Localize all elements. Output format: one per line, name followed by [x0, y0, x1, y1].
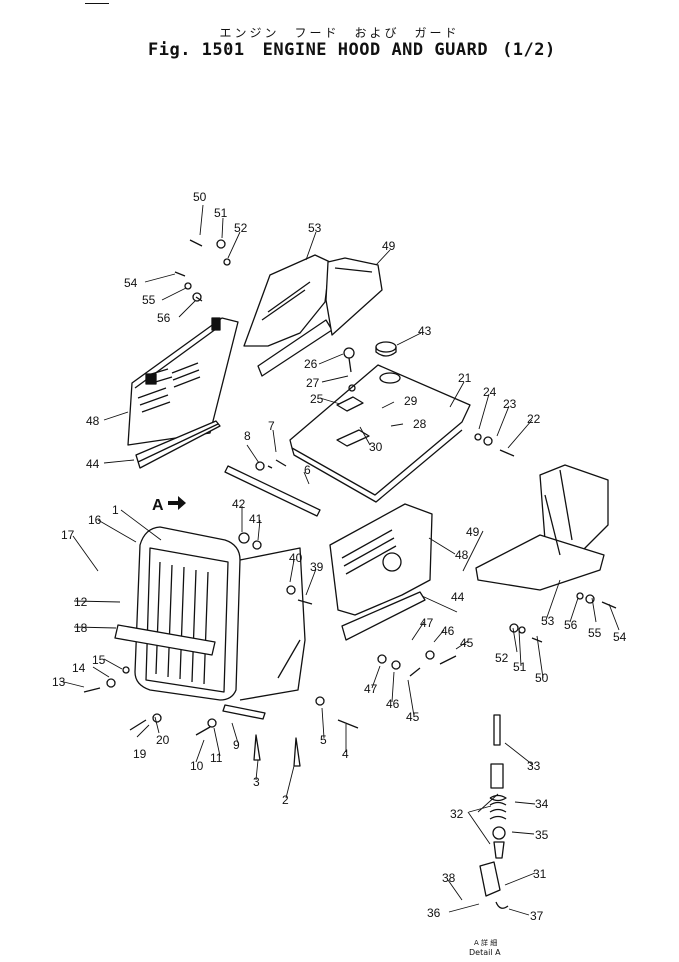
callout-31: 31 [533, 867, 547, 881]
top-rule [85, 3, 109, 4]
callout-18: 18 [74, 621, 88, 635]
callout-51a: 51 [214, 206, 228, 220]
callout-39: 39 [310, 560, 324, 574]
callout-40: 40 [289, 551, 303, 565]
callout-24: 24 [483, 385, 497, 399]
callout-21: 21 [458, 371, 472, 385]
callout-48b: 48 [455, 548, 469, 562]
callout-41: 41 [249, 512, 263, 526]
figure-page-part: (1/2) [502, 40, 556, 60]
callout-6: 6 [304, 463, 311, 477]
right-rear-guard [475, 464, 609, 591]
callout-30: 30 [369, 440, 383, 454]
callout-47a: 47 [420, 616, 434, 630]
callout-44a: 44 [86, 457, 100, 471]
callout-43: 43 [418, 324, 432, 338]
callout-36: 36 [427, 906, 441, 920]
detail-a-latch [479, 714, 509, 909]
callout-46b: 46 [386, 697, 400, 711]
callout-22: 22 [527, 412, 541, 426]
callout-45b: 45 [406, 710, 420, 724]
callout-17: 17 [61, 528, 75, 542]
callout-29: 29 [404, 394, 418, 408]
figure-number: Fig. 1501 [148, 40, 245, 60]
callout-42: 42 [232, 497, 246, 511]
callout-20: 20 [156, 733, 170, 747]
callout-55a: 55 [142, 293, 156, 307]
callout-2: 2 [282, 793, 289, 807]
callout-32: 32 [450, 807, 464, 821]
view-a-arrow: A [152, 496, 186, 514]
callout-53a: 53 [308, 221, 322, 235]
radiator-grille [114, 526, 306, 701]
callout-15: 15 [92, 653, 106, 667]
hood-latch [336, 347, 364, 412]
callout-19: 19 [133, 747, 147, 761]
view-a-label: A [152, 497, 164, 514]
callout-27: 27 [306, 376, 320, 390]
callout-16: 16 [88, 513, 102, 527]
callout-26: 26 [304, 357, 318, 371]
callout-11: 11 [210, 751, 223, 765]
callout-labels: 1 2 3 4 5 6 7 8 9 10 11 12 13 14 15 16 1… [52, 190, 627, 923]
callout-35: 35 [535, 828, 549, 842]
callout-56b: 56 [564, 618, 578, 632]
figure-title-japanese: エンジン フード および ガード [219, 26, 460, 40]
callout-7: 7 [268, 419, 275, 433]
callout-55b: 55 [588, 626, 602, 640]
callout-52a: 52 [234, 221, 248, 235]
callout-53b: 53 [541, 614, 555, 628]
callout-56a: 56 [157, 311, 171, 325]
callout-34: 34 [535, 797, 549, 811]
callout-45a: 45 [460, 636, 474, 650]
engine-hood-top [289, 364, 471, 503]
callout-8: 8 [244, 429, 251, 443]
detail-a-caption: Detail A [469, 948, 501, 957]
callout-25: 25 [310, 392, 324, 406]
callout-3: 3 [253, 775, 260, 789]
callout-37: 37 [530, 909, 544, 923]
callout-51b: 51 [513, 660, 527, 674]
callout-52b: 52 [495, 651, 509, 665]
right-side-cover [329, 503, 433, 641]
callout-47b: 47 [364, 682, 378, 696]
figure-title-text: ENGINE HOOD AND GUARD [262, 40, 489, 60]
callout-38: 38 [442, 871, 456, 885]
callout-54b: 54 [613, 630, 627, 644]
upper-rear-guard [243, 254, 383, 377]
callout-49b: 49 [466, 525, 480, 539]
callout-5: 5 [320, 733, 327, 747]
callout-10: 10 [190, 759, 204, 773]
leader-lines [59, 204, 620, 916]
callout-13: 13 [52, 675, 66, 689]
callout-54a: 54 [124, 276, 138, 290]
callout-50a: 50 [193, 190, 207, 204]
callout-14: 14 [72, 661, 86, 675]
left-skirt [135, 420, 221, 469]
figure-title: Fig. 1501 ENGINE HOOD AND GUARD (1/2) [148, 40, 556, 60]
detail-a-caption-japanese: A 詳 細 [474, 939, 498, 947]
callout-46a: 46 [441, 624, 455, 638]
callout-9: 9 [233, 738, 240, 752]
callout-33: 33 [527, 759, 541, 773]
callout-50b: 50 [535, 671, 549, 685]
support-rod [224, 465, 321, 517]
callout-1: 1 [112, 503, 119, 517]
left-side-cover [127, 317, 239, 446]
callout-28: 28 [413, 417, 427, 431]
callout-12: 12 [74, 595, 88, 609]
cap [375, 341, 397, 357]
callout-48a: 48 [86, 414, 100, 428]
callout-23: 23 [503, 397, 517, 411]
callout-44b: 44 [451, 590, 465, 604]
callout-49a: 49 [382, 239, 396, 253]
callout-4: 4 [342, 747, 349, 761]
